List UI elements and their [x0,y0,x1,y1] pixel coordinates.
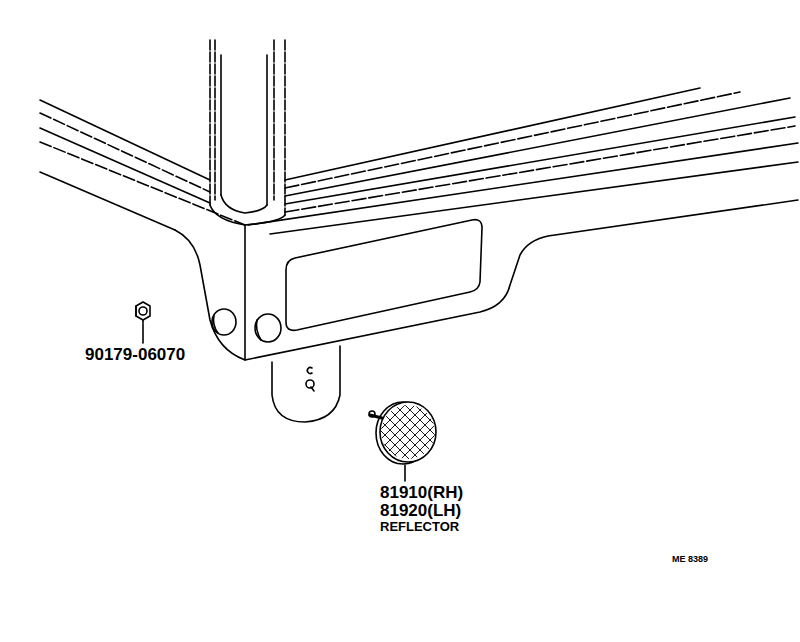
figure-code: ME 8389 [672,555,708,565]
leader-line [142,324,144,343]
part-number: 81910(RH) [380,484,463,503]
nut [136,302,150,343]
corner-post [210,40,285,225]
part-number: 90179-06070 [85,346,185,365]
front-rail [40,100,245,230]
part-name: REFLECTOR [380,520,459,534]
bracket-hole [306,380,314,388]
panel-recess [286,220,482,331]
reflector-bracket [272,346,340,422]
reflector [369,400,440,481]
bracket-hole [307,368,312,374]
panel-corner [244,225,246,360]
bolt-head [212,309,281,342]
part-number: 81920(LH) [380,502,461,521]
side-panel [175,200,798,360]
leader-line [404,465,406,481]
